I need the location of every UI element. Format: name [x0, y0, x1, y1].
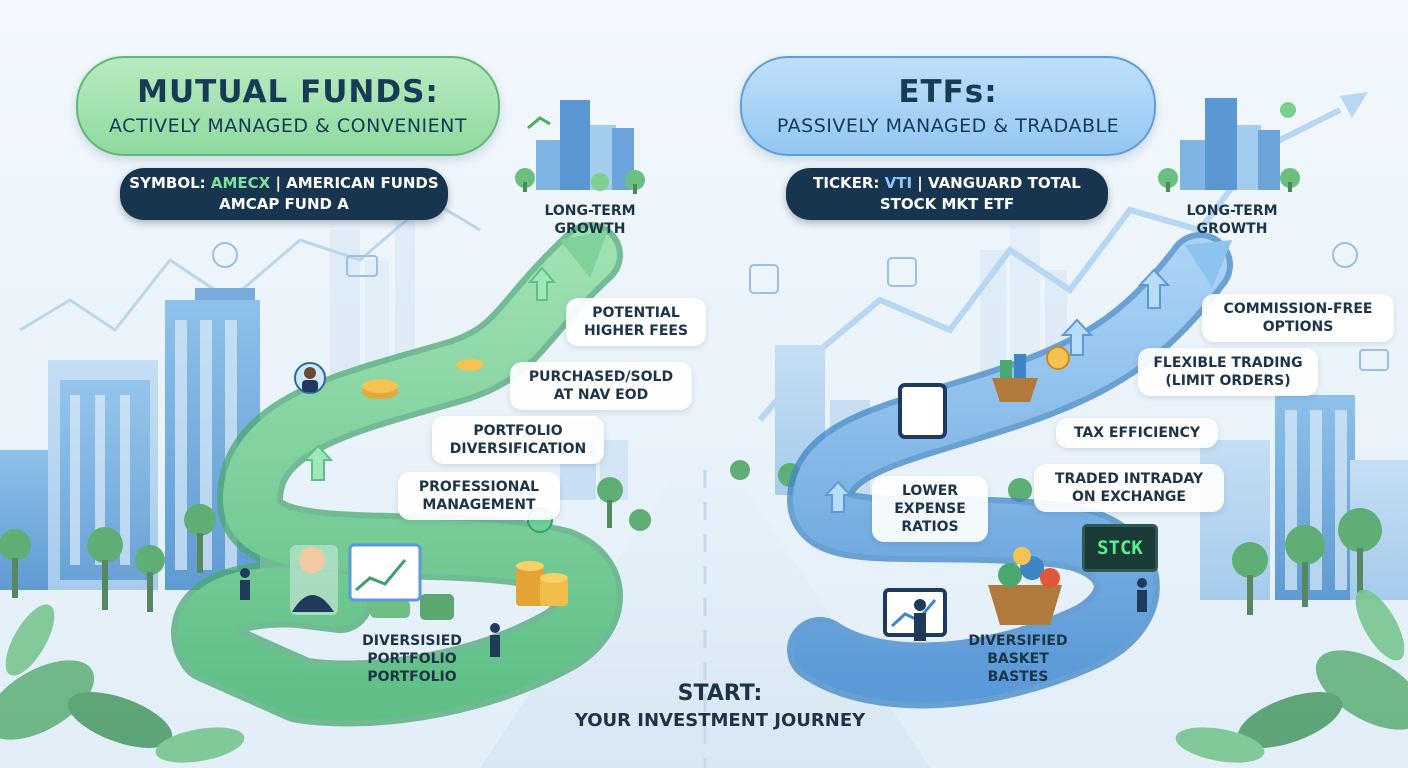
- mutual-fund-symbol-line1: SYMBOL: AMECX | AMERICAN FUNDS: [129, 174, 439, 192]
- etfs-title-pill: ETFs: PASSIVELY MANAGED & TRADABLE: [740, 56, 1156, 156]
- etf-ticker-pill: TICKER: VTI | VANGUARD TOTAL STOCK MKT E…: [786, 168, 1108, 220]
- stock-ticker-sign: STCK: [1082, 524, 1158, 572]
- mutual-fund-symbol-pill: SYMBOL: AMECX | AMERICAN FUNDS AMCAP FUN…: [120, 168, 448, 220]
- start-title: START:: [677, 681, 763, 706]
- start-label: START: YOUR INVESTMENT JOURNEY: [560, 680, 880, 734]
- basket-icons: [988, 354, 1062, 625]
- bg-trend-arrowhead: [1340, 92, 1368, 118]
- left-growth-city: [515, 100, 645, 194]
- mutual-funds-title: MUTUAL FUNDS:: [137, 74, 439, 110]
- manager-avatar-icons: [290, 362, 338, 615]
- person-figure-icons: [240, 568, 1147, 657]
- trees: [0, 460, 1382, 615]
- mutual-fund-symbol-line2: AMCAP FUND A: [219, 195, 349, 213]
- feature-tax-efficiency: TAX EFFICIENCY: [1056, 418, 1218, 448]
- up-arrow-icons: [302, 266, 557, 481]
- feature-flexible-trading: FLEXIBLE TRADING(LIMIT ORDERS): [1138, 348, 1318, 396]
- mutual-funds-subtitle: ACTIVELY MANAGED & CONVENIENT: [109, 115, 467, 137]
- start-subtitle: YOUR INVESTMENT JOURNEY: [574, 710, 866, 731]
- etf-path-arrowhead: [1185, 240, 1232, 288]
- mutual-funds-title-pill: MUTUAL FUNDS: ACTIVELY MANAGED & CONVENI…: [76, 56, 500, 156]
- foliage: [0, 589, 1408, 763]
- chart-board-icons: [348, 383, 947, 637]
- ticker-code: VTI: [884, 174, 913, 192]
- etf-ticker-line1: TICKER: VTI | VANGUARD TOTAL: [813, 174, 1081, 192]
- etf-ticker-line2: STOCK MKT ETF: [879, 195, 1015, 213]
- etfs-title: ETFs:: [898, 74, 998, 110]
- mutual-fund-path-arrowhead: [560, 230, 608, 278]
- floating-ui-icons: [212, 242, 1389, 371]
- etfs-subtitle: PASSIVELY MANAGED & TRADABLE: [776, 115, 1120, 137]
- right-growth-city: [1158, 98, 1300, 192]
- symbol-code: AMECX: [210, 174, 271, 192]
